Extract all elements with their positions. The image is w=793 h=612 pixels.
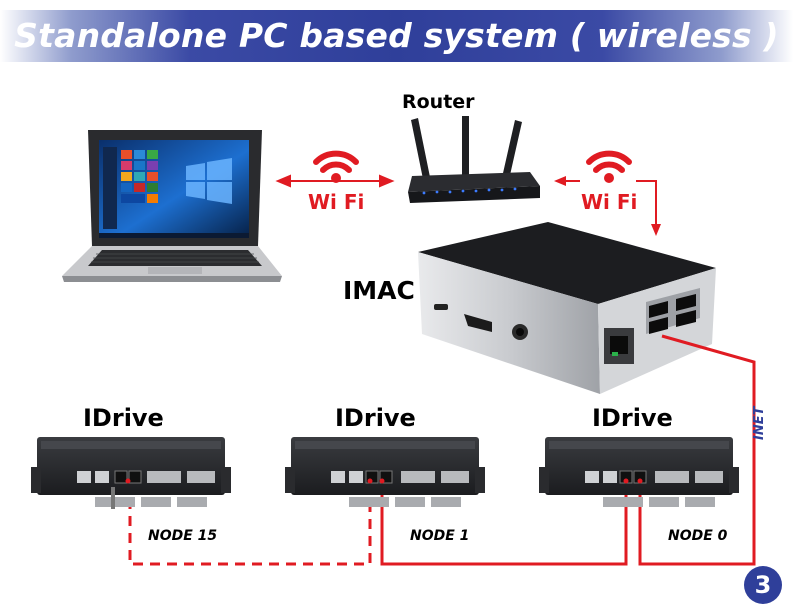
imac-box-icon bbox=[418, 222, 716, 394]
idrive-icon bbox=[539, 437, 739, 507]
wifi-label-left: Wi Fi bbox=[308, 190, 365, 214]
wifi-icon bbox=[313, 150, 359, 183]
node-label-0: NODE 0 bbox=[668, 528, 728, 544]
idrive-icon bbox=[31, 437, 231, 509]
idrive-label-node15: IDrive bbox=[83, 404, 164, 432]
page-title: Standalone PC based system ( wireless ) bbox=[14, 16, 779, 55]
node-cable-dashed bbox=[128, 482, 372, 566]
idrive-icon bbox=[285, 437, 485, 507]
inet-cable bbox=[380, 334, 756, 566]
idrive-label-node0: IDrive bbox=[592, 404, 673, 432]
wifi-arrow-left bbox=[275, 174, 395, 188]
wifi-icon bbox=[586, 150, 632, 183]
node-label-15: NODE 15 bbox=[148, 528, 218, 544]
wifi-label-right: Wi Fi bbox=[581, 190, 638, 214]
laptop-icon bbox=[62, 130, 282, 282]
page-number-badge: 3 bbox=[744, 566, 782, 604]
title-banner: Standalone PC based system ( wireless ) bbox=[0, 10, 793, 62]
node-label-1: NODE 1 bbox=[410, 528, 470, 544]
idrive-label-node1: IDrive bbox=[335, 404, 416, 432]
imac-label: IMAC bbox=[343, 276, 415, 305]
router-icon bbox=[408, 116, 540, 203]
router-label: Router bbox=[402, 91, 475, 113]
inet-label: INET bbox=[752, 406, 767, 440]
